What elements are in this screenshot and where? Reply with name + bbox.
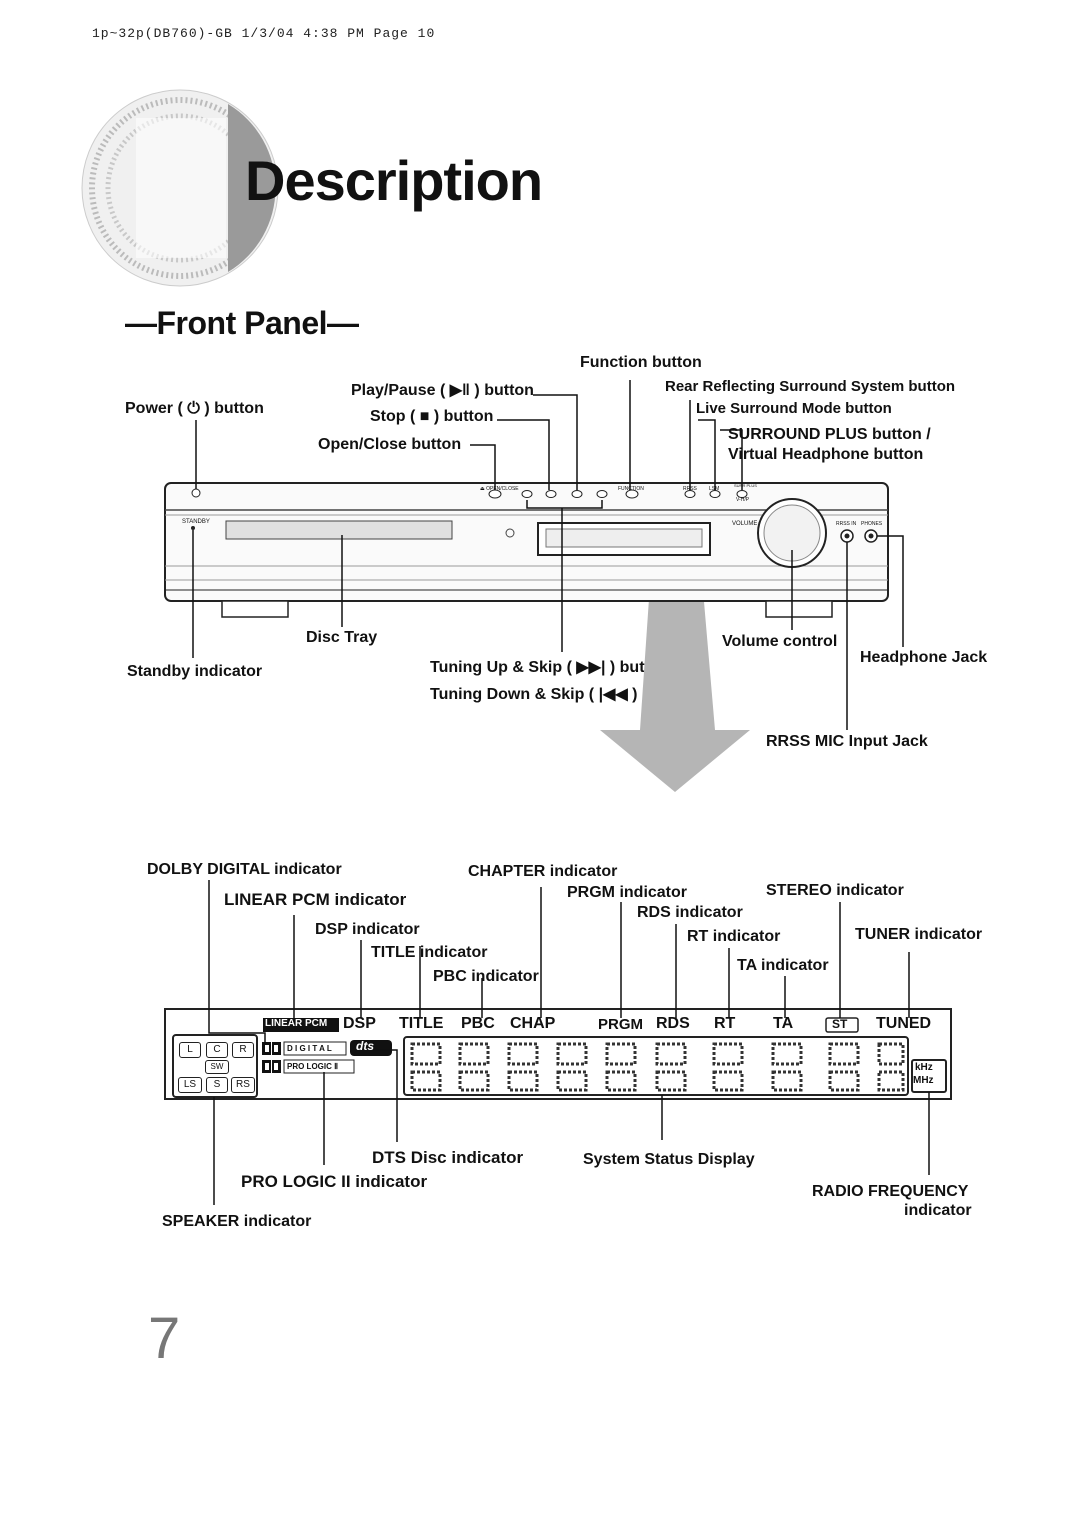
- page-number: 7: [148, 1306, 181, 1371]
- label-tuning-down: Tuning Down & Skip ( |◀◀ ) buttons: [430, 686, 701, 703]
- display-chap: CHAP: [510, 1015, 556, 1032]
- label-play-pause-button: Play/Pause ( ▶‖ ) button: [351, 382, 534, 399]
- speaker-s: S: [206, 1077, 228, 1093]
- label-radio-freq-2: indicator: [904, 1202, 972, 1219]
- display-rt: RT: [714, 1015, 736, 1032]
- device-function-text: FUNCTION: [618, 486, 644, 492]
- label-ta: TA indicator: [737, 957, 829, 974]
- label-linear-pcm: LINEAR PCM indicator: [224, 890, 407, 909]
- display-panel-diagram: [164, 880, 952, 1205]
- device-rrssin-text: RRSS IN: [836, 521, 857, 527]
- label-chapter: CHAPTER indicator: [468, 863, 618, 880]
- section-title: —Front Panel—: [125, 305, 359, 341]
- front-panel-diagram: [164, 380, 904, 792]
- label-volume-control: Volume control: [722, 633, 838, 650]
- speaker-r: R: [232, 1042, 254, 1058]
- label-title: TITLE indicator: [371, 944, 488, 961]
- label-disc-tray: Disc Tray: [306, 629, 378, 646]
- speaker-ls: LS: [178, 1077, 202, 1093]
- label-rds: RDS indicator: [637, 904, 743, 921]
- display-pro-logic: PRO LOGIC Ⅱ: [287, 1062, 339, 1071]
- label-prgm: PRGM indicator: [567, 884, 688, 901]
- label-pbc: PBC indicator: [433, 968, 539, 985]
- device-openclose-text: ⏏ OPEN/CLOSE: [480, 486, 519, 492]
- display-linear-pcm: LINEAR PCM: [265, 1018, 328, 1029]
- label-tuning-up: Tuning Up & Skip ( ▶▶| ) buttons: [430, 659, 679, 676]
- label-dts-disc: DTS Disc indicator: [372, 1148, 524, 1167]
- label-stereo: STEREO indicator: [766, 882, 904, 899]
- display-digital: D I G I T A L: [287, 1044, 332, 1053]
- display-dsp: DSP: [343, 1015, 376, 1032]
- speaker-c: C: [206, 1042, 228, 1058]
- speaker-l: L: [179, 1042, 201, 1058]
- label-surround-plus-1: SURROUND PLUS button /: [728, 426, 931, 443]
- label-standby-indicator: Standby indicator: [127, 663, 263, 680]
- label-dolby-digital: DOLBY DIGITAL indicator: [147, 861, 342, 878]
- speaker-sw: SW: [205, 1060, 229, 1074]
- speaker-rs: RS: [231, 1077, 255, 1093]
- label-speaker: SPEAKER indicator: [162, 1213, 312, 1230]
- label-pro-logic: PRO LOGIC II indicator: [241, 1172, 428, 1191]
- label-system-status: System Status Display: [583, 1151, 755, 1168]
- label-open-close-button: Open/Close button: [318, 436, 462, 453]
- label-rear-reflecting-button: Rear Reflecting Surround System button: [665, 378, 956, 395]
- label-dsp: DSP indicator: [315, 921, 420, 938]
- display-prgm: PRGM: [598, 1016, 643, 1033]
- display-tuned: TUNED: [876, 1015, 932, 1032]
- display-dts: dts: [356, 1039, 374, 1053]
- display-title: TITLE: [399, 1015, 444, 1032]
- label-tuner: TUNER indicator: [855, 926, 983, 943]
- label-power-button: Power ( ⏻ ) button: [125, 400, 264, 417]
- label-function-button: Function button: [580, 354, 702, 371]
- label-radio-freq-1: RADIO FREQUENCY: [812, 1183, 969, 1200]
- display-rds: RDS: [656, 1015, 690, 1032]
- arrow-down-icon: [600, 555, 750, 792]
- speaker-grid: L C R SW LS S RS: [178, 1041, 256, 1099]
- label-headphone-jack: Headphone Jack: [860, 649, 988, 666]
- device-vhp-text: V-H/P: [736, 497, 750, 503]
- device-volume-text: VOLUME: [732, 521, 758, 527]
- label-live-surround-button: Live Surround Mode button: [696, 400, 892, 417]
- print-header: 1p~32p(DB760)-GB 1/3/04 4:38 PM Page 10: [92, 26, 436, 41]
- device-lsm-text: LSM: [709, 486, 720, 492]
- disc-graphic: [81, 89, 279, 287]
- label-stop-button: Stop ( ■ ) button: [370, 408, 494, 425]
- page-title: Description: [245, 149, 543, 212]
- device-standby-text: STANDBY: [182, 519, 210, 525]
- display-khz: kHz: [915, 1062, 933, 1073]
- device-rrss-text: RRSS: [683, 486, 697, 492]
- display-pbc: PBC: [461, 1015, 495, 1032]
- display-ta: TA: [773, 1015, 794, 1032]
- label-surround-plus-2: Virtual Headphone button: [728, 446, 924, 463]
- display-st: ST: [832, 1017, 848, 1031]
- device-surr-text: SURR PLUS: [734, 483, 757, 488]
- label-rt: RT indicator: [687, 928, 781, 945]
- display-mhz: MHz: [913, 1075, 934, 1086]
- label-rrss-mic: RRSS MIC Input Jack: [766, 733, 928, 750]
- device-phones-text: PHONES: [861, 521, 883, 527]
